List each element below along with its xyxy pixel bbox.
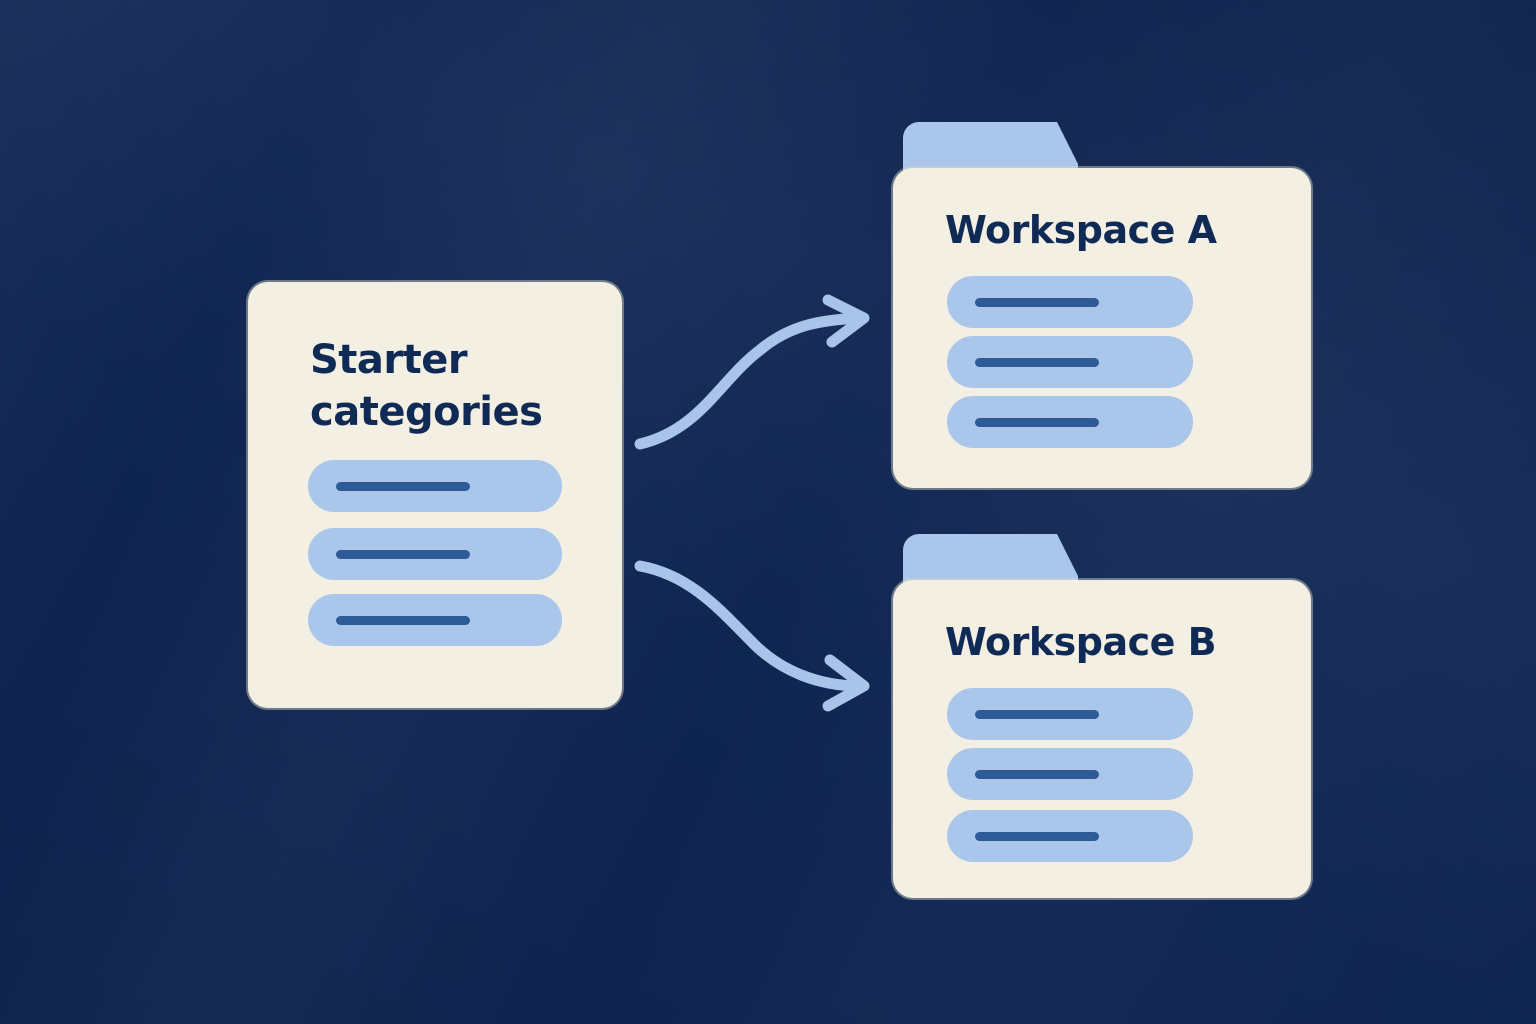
row-placeholder-bar <box>975 770 1099 779</box>
workspace-a-card: Workspace A <box>893 168 1311 488</box>
row-placeholder-bar <box>975 832 1099 841</box>
workspace-a-title: Workspace A <box>945 208 1217 252</box>
workspace-row <box>947 810 1193 862</box>
workspace-b-card: Workspace B <box>893 580 1311 898</box>
row-placeholder-bar <box>975 710 1099 719</box>
category-row <box>308 594 562 646</box>
starter-categories-card: Starter categories <box>248 282 622 708</box>
row-placeholder-bar <box>975 358 1099 367</box>
category-row <box>308 460 562 512</box>
workspace-b-title: Workspace B <box>945 620 1217 664</box>
workspace-b-folder: Workspace B <box>893 534 1311 898</box>
starter-categories-title: Starter categories <box>310 337 543 435</box>
workspace-row <box>947 336 1193 388</box>
category-row <box>308 528 562 580</box>
workspace-row <box>947 276 1193 328</box>
workspace-row <box>947 748 1193 800</box>
row-placeholder-bar <box>336 616 470 625</box>
workspace-row <box>947 688 1193 740</box>
workspace-row <box>947 396 1193 448</box>
row-placeholder-bar <box>975 298 1099 307</box>
row-placeholder-bar <box>336 482 470 491</box>
workspace-a-folder: Workspace A <box>893 122 1311 488</box>
row-placeholder-bar <box>975 418 1099 427</box>
row-placeholder-bar <box>336 550 470 559</box>
